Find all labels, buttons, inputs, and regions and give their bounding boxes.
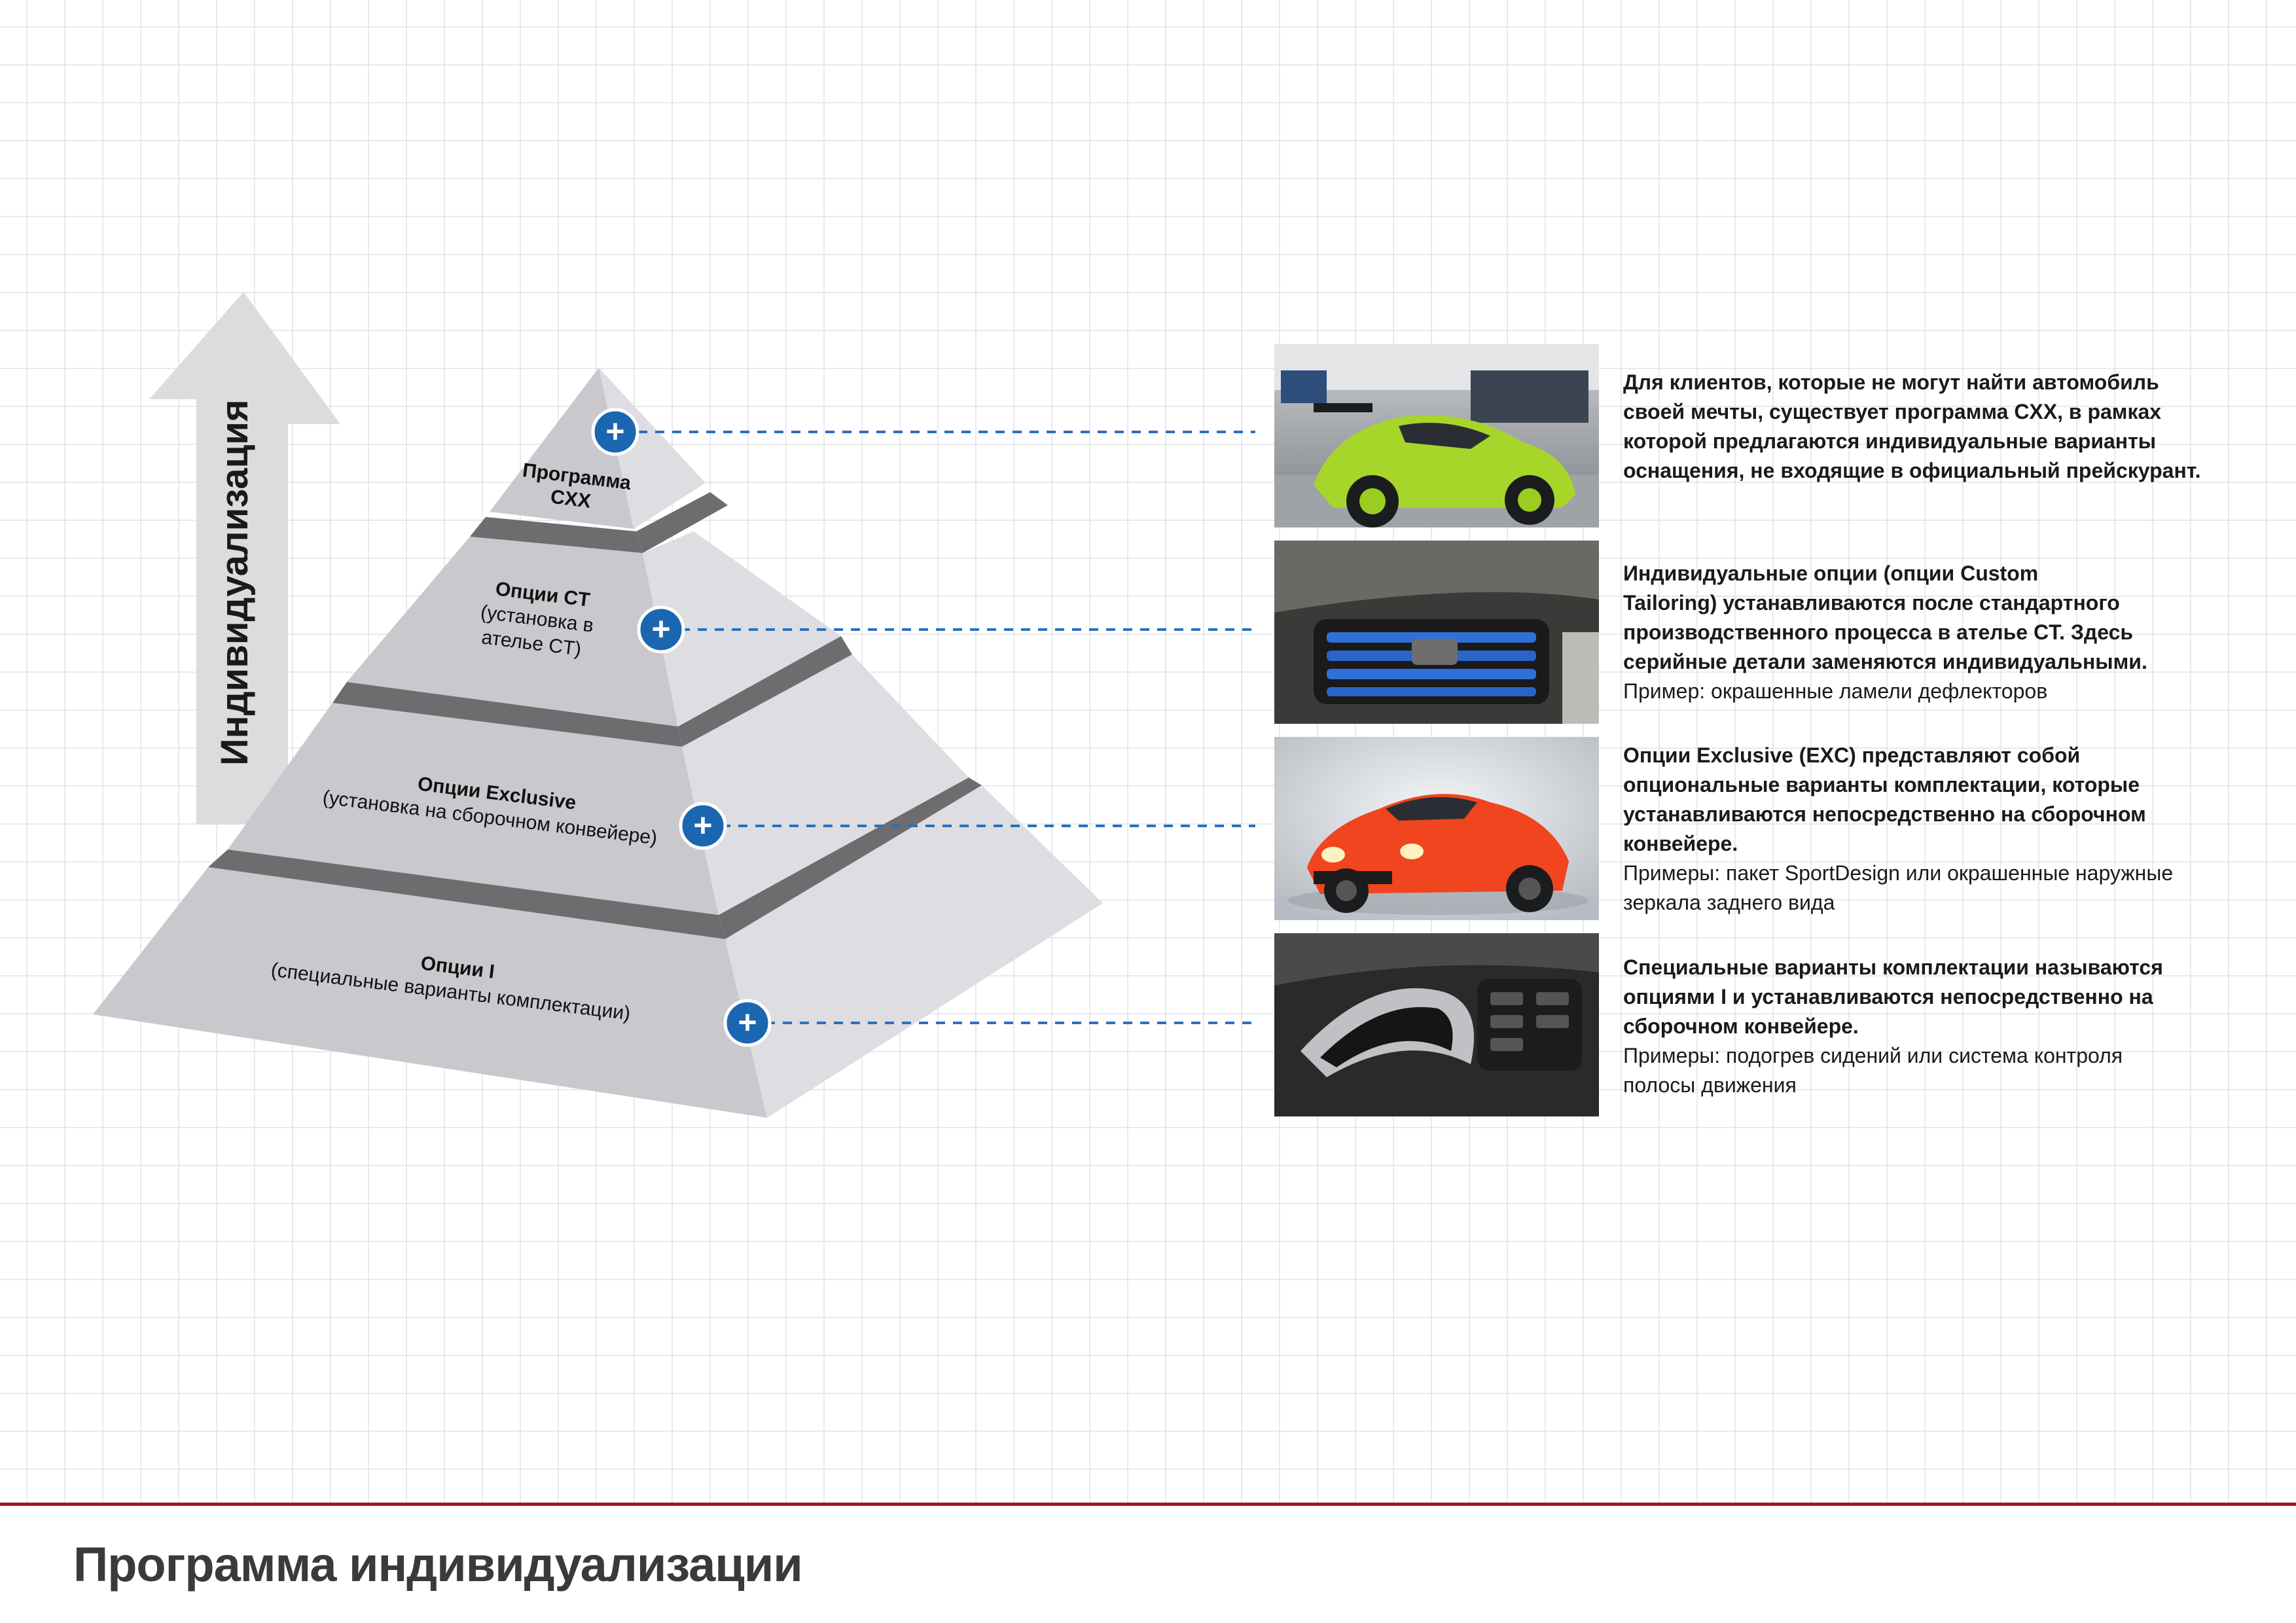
desc-line: оснащения, не входящие в официальный пре… — [1623, 459, 2201, 482]
desc-line: Опции Exclusive (EXC) представляют собой — [1623, 743, 2081, 767]
desc-line: которой предлагаются индивидуальные вари… — [1623, 429, 2157, 453]
separator-1-side — [719, 777, 982, 939]
description-exc: Опции Exclusive (EXC) представляют собой… — [1623, 741, 2212, 918]
tier-ct-side — [643, 531, 841, 726]
description-cxx: Для клиентов, которые не могут найти авт… — [1623, 368, 2212, 486]
plus-button-exc[interactable]: + — [679, 802, 727, 850]
separator-3-side — [636, 492, 728, 553]
desc-example: полосы движения — [1623, 1073, 1797, 1097]
tier-i-side — [725, 785, 1103, 1118]
desc-line: Специальные варианты комплектации называ… — [1623, 955, 2163, 979]
tier-ct-front — [347, 537, 678, 726]
desc-line: производственного процесса в ателье CT. … — [1623, 620, 2134, 644]
plus-button-ct[interactable]: + — [637, 605, 685, 654]
photo-cxx-green-car — [1274, 344, 1599, 527]
tier-cxx-front — [490, 368, 634, 529]
tier-cxx-title2: CXX — [549, 486, 592, 512]
desc-example: зеркала заднего вида — [1623, 891, 1835, 914]
separator-2-side — [678, 636, 852, 747]
separator-3 — [470, 517, 643, 553]
description-ct: Индивидуальные опции (опции Custom Tailo… — [1623, 559, 2212, 706]
photo-i-door-panel — [1274, 933, 1599, 1116]
tier-cxx-side — [599, 368, 706, 529]
desc-line: Для клиентов, которые не могут найти авт… — [1623, 370, 2159, 394]
desc-line: устанавливаются непосредственно на сборо… — [1623, 802, 2146, 826]
desc-line: Индивидуальные опции (опции Custom — [1623, 562, 2039, 585]
separator-2 — [332, 682, 682, 747]
desc-line: серийные детали заменяются индивидуальны… — [1623, 650, 2147, 673]
page-title: Программа индивидуализации — [73, 1537, 803, 1592]
desc-line: своей мечты, существует программа CXX, в… — [1623, 400, 2162, 423]
desc-example: Примеры: пакет SportDesign или окрашенны… — [1623, 861, 2174, 885]
separator-1 — [208, 849, 725, 939]
plus-icon: + — [605, 413, 624, 450]
desc-example: Примеры: подогрев сидений или система ко… — [1623, 1044, 2123, 1067]
axis-label: Индивидуализация — [213, 399, 256, 766]
tier-i-front — [93, 867, 767, 1118]
plus-icon: + — [693, 807, 712, 844]
plus-icon: + — [651, 611, 670, 647]
tier-exc-front — [228, 703, 719, 915]
desc-line: сборочном конвейере. — [1623, 1014, 1859, 1038]
description-i: Специальные варианты комплектации называ… — [1623, 953, 2212, 1100]
plus-button-cxx[interactable]: + — [591, 408, 639, 456]
desc-line: Tailoring) устанавливаются после стандар… — [1623, 591, 2120, 615]
desc-example: Пример: окрашенные ламели дефлекторов — [1623, 679, 2048, 703]
desc-line: опциями I и устанавливаются непосредстве… — [1623, 985, 2153, 1008]
plus-button-i[interactable]: + — [723, 999, 772, 1047]
tier-exc-side — [682, 654, 969, 915]
photo-ct-air-vent — [1274, 541, 1599, 724]
desc-line: опциональные варианты комплектации, кото… — [1623, 773, 2140, 796]
plus-icon: + — [738, 1004, 757, 1041]
desc-line: конвейере. — [1623, 832, 1738, 855]
footer-divider — [0, 1503, 2296, 1506]
photo-exc-red-car — [1274, 737, 1599, 920]
individualization-arrow — [149, 292, 340, 825]
